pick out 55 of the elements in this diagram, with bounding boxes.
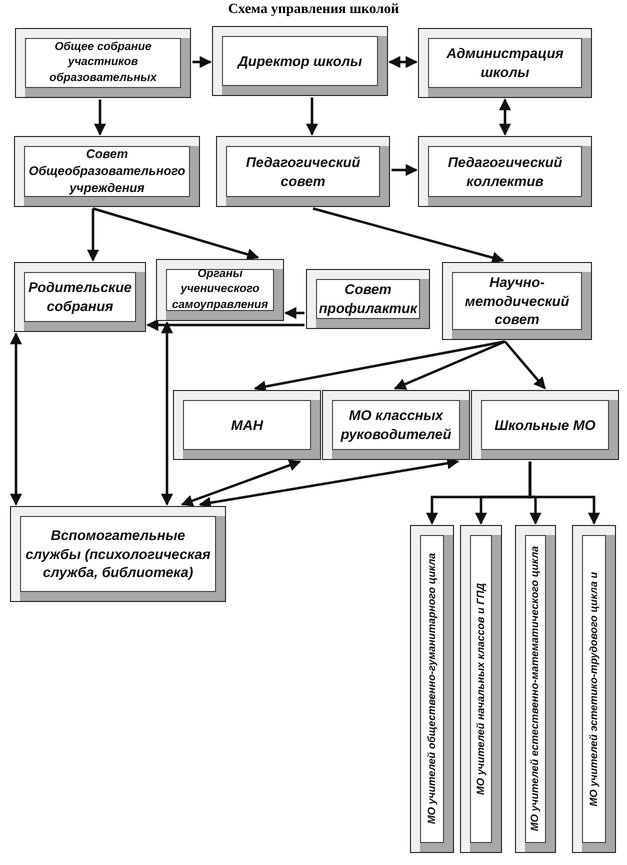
beveled-box	[515, 525, 556, 853]
box-text: Совет Общеобразовательного учреждения	[28, 146, 186, 197]
box-text: Родительские собрания	[28, 278, 132, 316]
box-text: МО учителей эстетико-трудового цикла и	[586, 572, 601, 806]
box-text: МО классных руководителей	[340, 406, 452, 444]
box-text: Совет профилактик	[318, 280, 418, 318]
arrow	[161, 321, 173, 506]
arrow	[394, 340, 506, 390]
beveled-box	[15, 28, 191, 98]
beveled-box	[471, 390, 619, 460]
beveled-box	[322, 390, 470, 460]
arrow	[254, 340, 506, 392]
arrow	[10, 332, 22, 506]
box-text: Педагогический коллектив	[446, 152, 564, 190]
arrow	[312, 207, 504, 264]
beveled-box	[442, 262, 592, 340]
beveled-box	[418, 136, 592, 207]
box-text: МО учителей общественно-гуманитарного цикла	[424, 553, 439, 825]
arrow	[146, 319, 304, 331]
box-text: Общее собрание участников образовательных	[48, 40, 158, 86]
beveled-box	[460, 525, 502, 853]
box-text: МАН	[231, 416, 263, 434]
arrow	[388, 56, 418, 68]
beveled-box	[14, 136, 200, 207]
beveled-box	[212, 26, 388, 96]
arrow	[504, 340, 546, 390]
box-text: Педагогический совет	[244, 152, 362, 190]
arrow	[499, 98, 511, 136]
arrow	[94, 100, 106, 136]
box-text: МО учителей естественно-математического цикла	[528, 546, 542, 832]
beveled-box	[572, 525, 616, 853]
arrow	[192, 56, 212, 68]
box-text: МО учителей начальных классов и ГПД	[474, 583, 488, 795]
arrow	[392, 164, 418, 176]
box-text: Научно-методический совет	[464, 272, 570, 330]
box-text: Директор школы	[238, 52, 362, 70]
box-text: Администрация школы	[445, 44, 565, 82]
arrow	[284, 307, 304, 319]
beveled-box	[418, 28, 592, 98]
beveled-box	[410, 525, 454, 853]
diagram-title: Схема управления школой	[227, 2, 400, 18]
beveled-box	[306, 269, 430, 329]
beveled-box	[156, 259, 284, 321]
box-text: Школьные МО	[494, 416, 596, 434]
beveled-box	[173, 390, 321, 460]
beveled-box	[10, 506, 226, 602]
arrow	[87, 208, 99, 262]
beveled-box	[14, 262, 146, 332]
arrow	[528, 462, 600, 525]
box-text: Вспомогательные службы (психологическая служба, библиотека)	[25, 526, 211, 582]
box-text: Органы ученического самоуправления	[171, 266, 269, 313]
arrow	[92, 207, 260, 260]
beveled-box	[216, 136, 390, 207]
arrow	[306, 98, 318, 136]
arrow	[180, 460, 302, 506]
